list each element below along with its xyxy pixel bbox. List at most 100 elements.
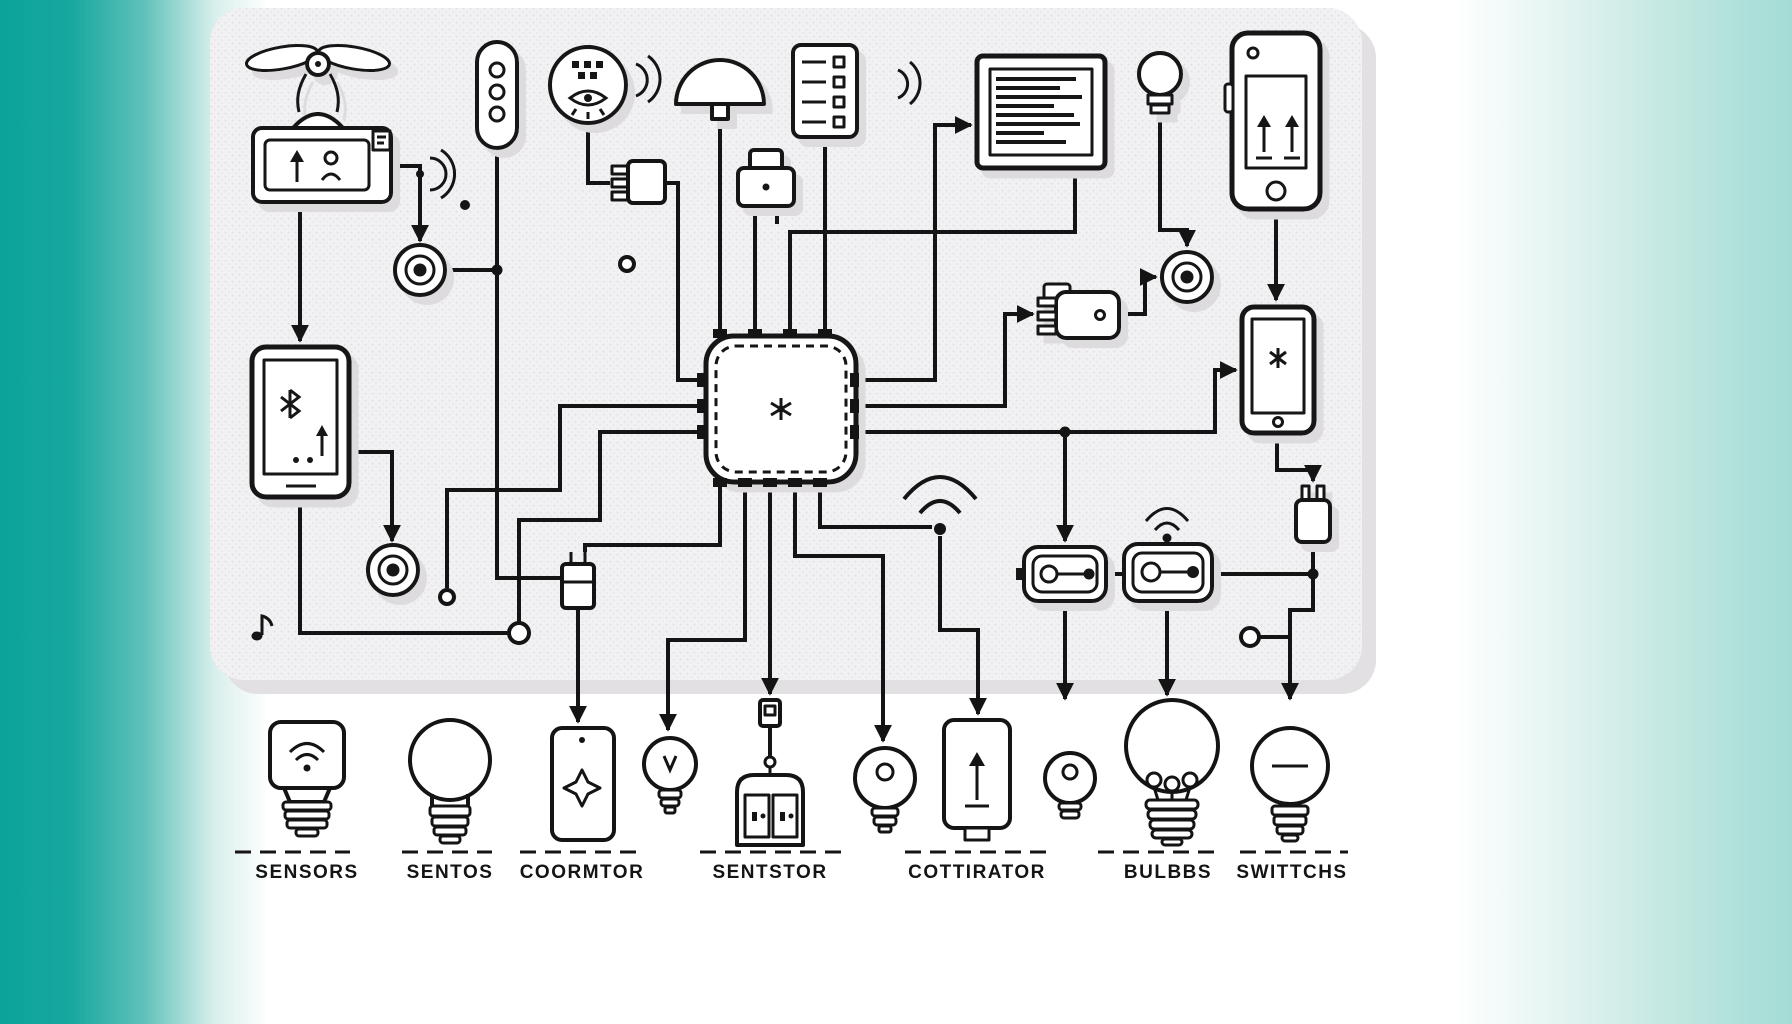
- remote-control-device: [475, 40, 519, 150]
- panel-cell: [832, 95, 846, 109]
- dome-antenna-device: [674, 58, 766, 121]
- small-dot: [460, 200, 470, 210]
- wifi-icon-left: [416, 148, 457, 200]
- connector-prong: [610, 177, 630, 189]
- antenna-stem: [710, 102, 730, 121]
- connector-prong: [1036, 310, 1058, 322]
- phone-arrow-icon: [942, 718, 1012, 842]
- star-icon: [562, 768, 602, 808]
- tag-badge: [371, 129, 392, 152]
- hub-pins: [697, 329, 859, 487]
- double-socket-icon: [735, 755, 805, 847]
- up-arrow-icon: [969, 752, 985, 766]
- adapter-device: [736, 148, 796, 208]
- inline-connector-device: [560, 552, 596, 610]
- bluetooth-icon: [280, 388, 302, 420]
- cable-connector-device: [610, 159, 667, 205]
- music-note-icon: [251, 614, 274, 641]
- camera-device-2: [366, 543, 420, 597]
- panel-cell: [832, 115, 846, 129]
- wifi-icon-large: [902, 475, 978, 535]
- switch-module-1: [1016, 545, 1108, 603]
- label-swittchs: SWITTCHS: [1236, 862, 1347, 883]
- switch-toggle: [1140, 561, 1162, 583]
- junction-dot: [491, 264, 503, 276]
- filament-bulb-icon: [1124, 698, 1220, 847]
- connector-body: [560, 562, 596, 610]
- wifi-icon-panel: [897, 60, 922, 106]
- label-sentos: SENTOS: [407, 862, 494, 883]
- smartphone-top-right: [1223, 30, 1323, 212]
- junction-dot: [1307, 568, 1319, 580]
- plug-prong: [1300, 484, 1311, 502]
- connector-prong: [1036, 324, 1058, 336]
- round-bulb-icon: [853, 746, 917, 834]
- small-round-bulb-icon: [1043, 751, 1097, 820]
- label-coormtor: COORMTOR: [520, 862, 645, 883]
- phone-screen: [262, 358, 339, 476]
- line-bulb-icon: [1250, 726, 1330, 843]
- wifi-icon-speaker: [635, 54, 662, 104]
- label-cottirator: COTTIRATOR: [908, 862, 1046, 883]
- switch-toggle: [1039, 564, 1059, 584]
- connector-prong: [610, 190, 630, 202]
- connector-prong: [610, 164, 630, 176]
- zigbee-icon: [1269, 348, 1287, 368]
- camera-dot: [1246, 46, 1260, 60]
- wire-junctions: [438, 200, 1319, 648]
- smart-speaker-device: [548, 45, 628, 125]
- light-bulb-icon: [408, 718, 492, 845]
- wall-panel-device: [791, 43, 859, 139]
- monitor-device: [974, 53, 1108, 171]
- up-arrow-icon: [316, 425, 328, 436]
- drone-sensor-device: [244, 43, 393, 204]
- plug-connector-device: [1036, 282, 1121, 340]
- node-dot: [618, 255, 636, 273]
- label-sentstor: SENTSTOR: [712, 862, 827, 883]
- connector-body: [1054, 290, 1121, 340]
- label-sensors: SENSORS: [255, 862, 358, 883]
- usb-connector-device: [758, 698, 782, 728]
- sensor-screen: [263, 138, 371, 192]
- switch-module-2: [1122, 542, 1214, 603]
- home-button: [1265, 180, 1287, 202]
- bulb-base: [1146, 93, 1174, 106]
- connector-dot: [1094, 309, 1106, 321]
- connector-body: [626, 159, 667, 205]
- node-dot: [438, 588, 456, 606]
- small-bulb-icon: [642, 736, 698, 815]
- person-icon: [323, 150, 339, 166]
- power-plug-device: [1294, 484, 1332, 544]
- antenna-dome: [674, 58, 766, 106]
- bottom-row: SENSORS SENTOS COORMTOR SENTSTOR COTTIRA…: [235, 698, 1348, 883]
- remote-button: [488, 61, 506, 79]
- label-bulbbs: BULBBS: [1124, 862, 1212, 883]
- bulb-device-top: [1137, 51, 1183, 115]
- plug-body: [1294, 498, 1332, 544]
- phone-star-icon: [550, 726, 616, 842]
- phone-screen: [1244, 74, 1308, 170]
- junction-dot: [1059, 426, 1071, 438]
- speaker-body: [548, 45, 628, 125]
- connection-wires: [291, 112, 1322, 757]
- remote-button: [488, 105, 506, 123]
- up-arrow-icon: [290, 150, 304, 162]
- bulb-globe: [1137, 51, 1183, 97]
- panel-cell: [832, 75, 846, 89]
- home-button: [1272, 416, 1284, 428]
- smartphone-left: [249, 344, 352, 500]
- terminal-ring: [507, 621, 531, 645]
- eye-icon: [567, 89, 609, 107]
- remote-button: [488, 83, 506, 101]
- camera-device-3: [1160, 250, 1214, 304]
- up-arrow-icon: [1285, 115, 1299, 127]
- usb-window: [763, 704, 777, 717]
- wifi-icon-switch: [1144, 507, 1190, 543]
- hub-device: [703, 333, 859, 485]
- side-button: [1223, 82, 1235, 114]
- up-arrow-icon: [1257, 115, 1271, 127]
- camera-device-1: [393, 243, 447, 297]
- plug-prong: [1315, 484, 1326, 502]
